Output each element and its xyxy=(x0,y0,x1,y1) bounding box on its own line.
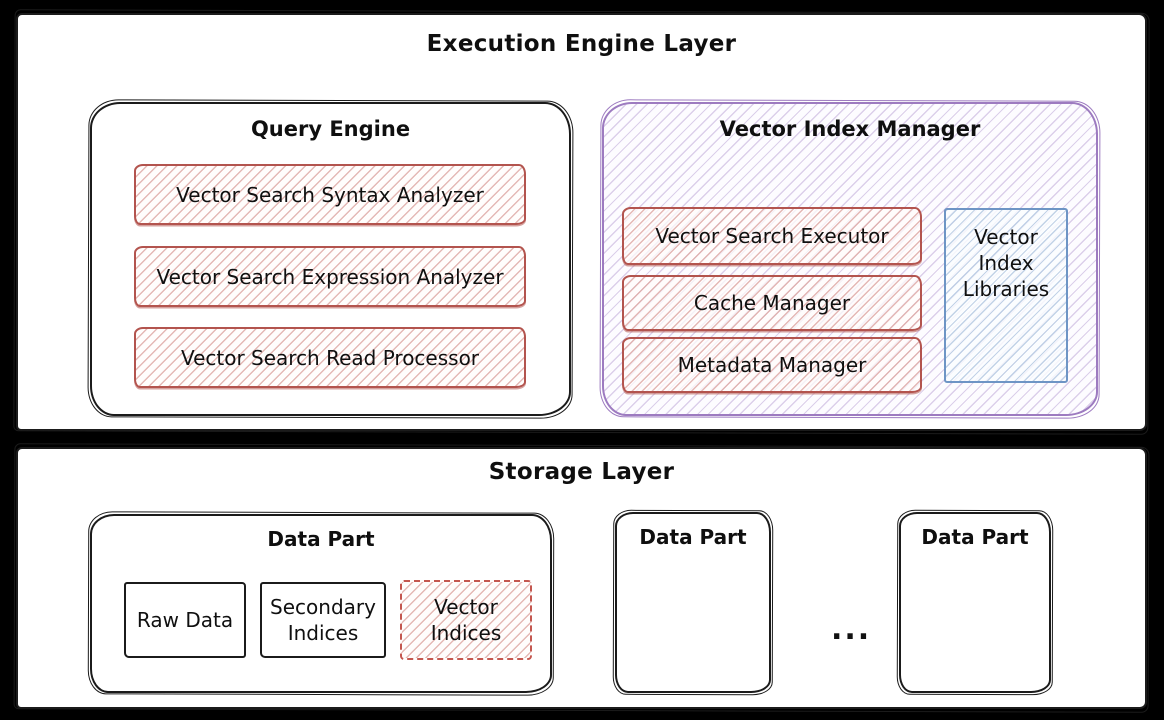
vector-index-libraries-box: Vector Index Libraries xyxy=(944,208,1068,383)
raw-data-box: Raw Data xyxy=(124,582,246,658)
data-part-3-box: Data Part xyxy=(899,512,1051,693)
vector-indices-box: Vector Indices xyxy=(400,580,532,660)
data-part-1-box: Data Part Raw Data Secondary Indices Vec… xyxy=(90,514,552,693)
vector-search-expression-analyzer-box: Vector Search Expression Analyzer xyxy=(134,246,526,307)
query-engine-box: Query Engine Vector Search Syntax Analyz… xyxy=(90,102,571,416)
data-part-3-title: Data Part xyxy=(921,525,1029,549)
execution-engine-layer-title: Execution Engine Layer xyxy=(426,31,737,57)
ellipsis-more-parts: ... xyxy=(831,612,872,647)
execution-engine-layer-box: Execution Engine Layer Query Engine Vect… xyxy=(16,13,1147,431)
vector-search-syntax-analyzer-box: Vector Search Syntax Analyzer xyxy=(134,164,526,225)
data-part-2-title: Data Part xyxy=(639,525,747,549)
secondary-indices-box: Secondary Indices xyxy=(260,582,386,658)
storage-layer-title: Storage Layer xyxy=(488,459,675,485)
vector-index-manager-box: Vector Index Manager Vector Search Execu… xyxy=(602,102,1098,416)
metadata-manager-box: Metadata Manager xyxy=(622,337,922,393)
data-part-1-title: Data Part xyxy=(267,527,375,551)
query-engine-title: Query Engine xyxy=(250,117,411,141)
storage-layer-box: Storage Layer Data Part Raw Data Seconda… xyxy=(16,447,1147,709)
vector-search-executor-box: Vector Search Executor xyxy=(622,207,922,265)
data-part-2-box: Data Part xyxy=(615,512,771,693)
vector-search-read-processor-box: Vector Search Read Processor xyxy=(134,327,526,388)
vector-index-manager-title: Vector Index Manager xyxy=(719,117,981,141)
cache-manager-box: Cache Manager xyxy=(622,275,922,331)
